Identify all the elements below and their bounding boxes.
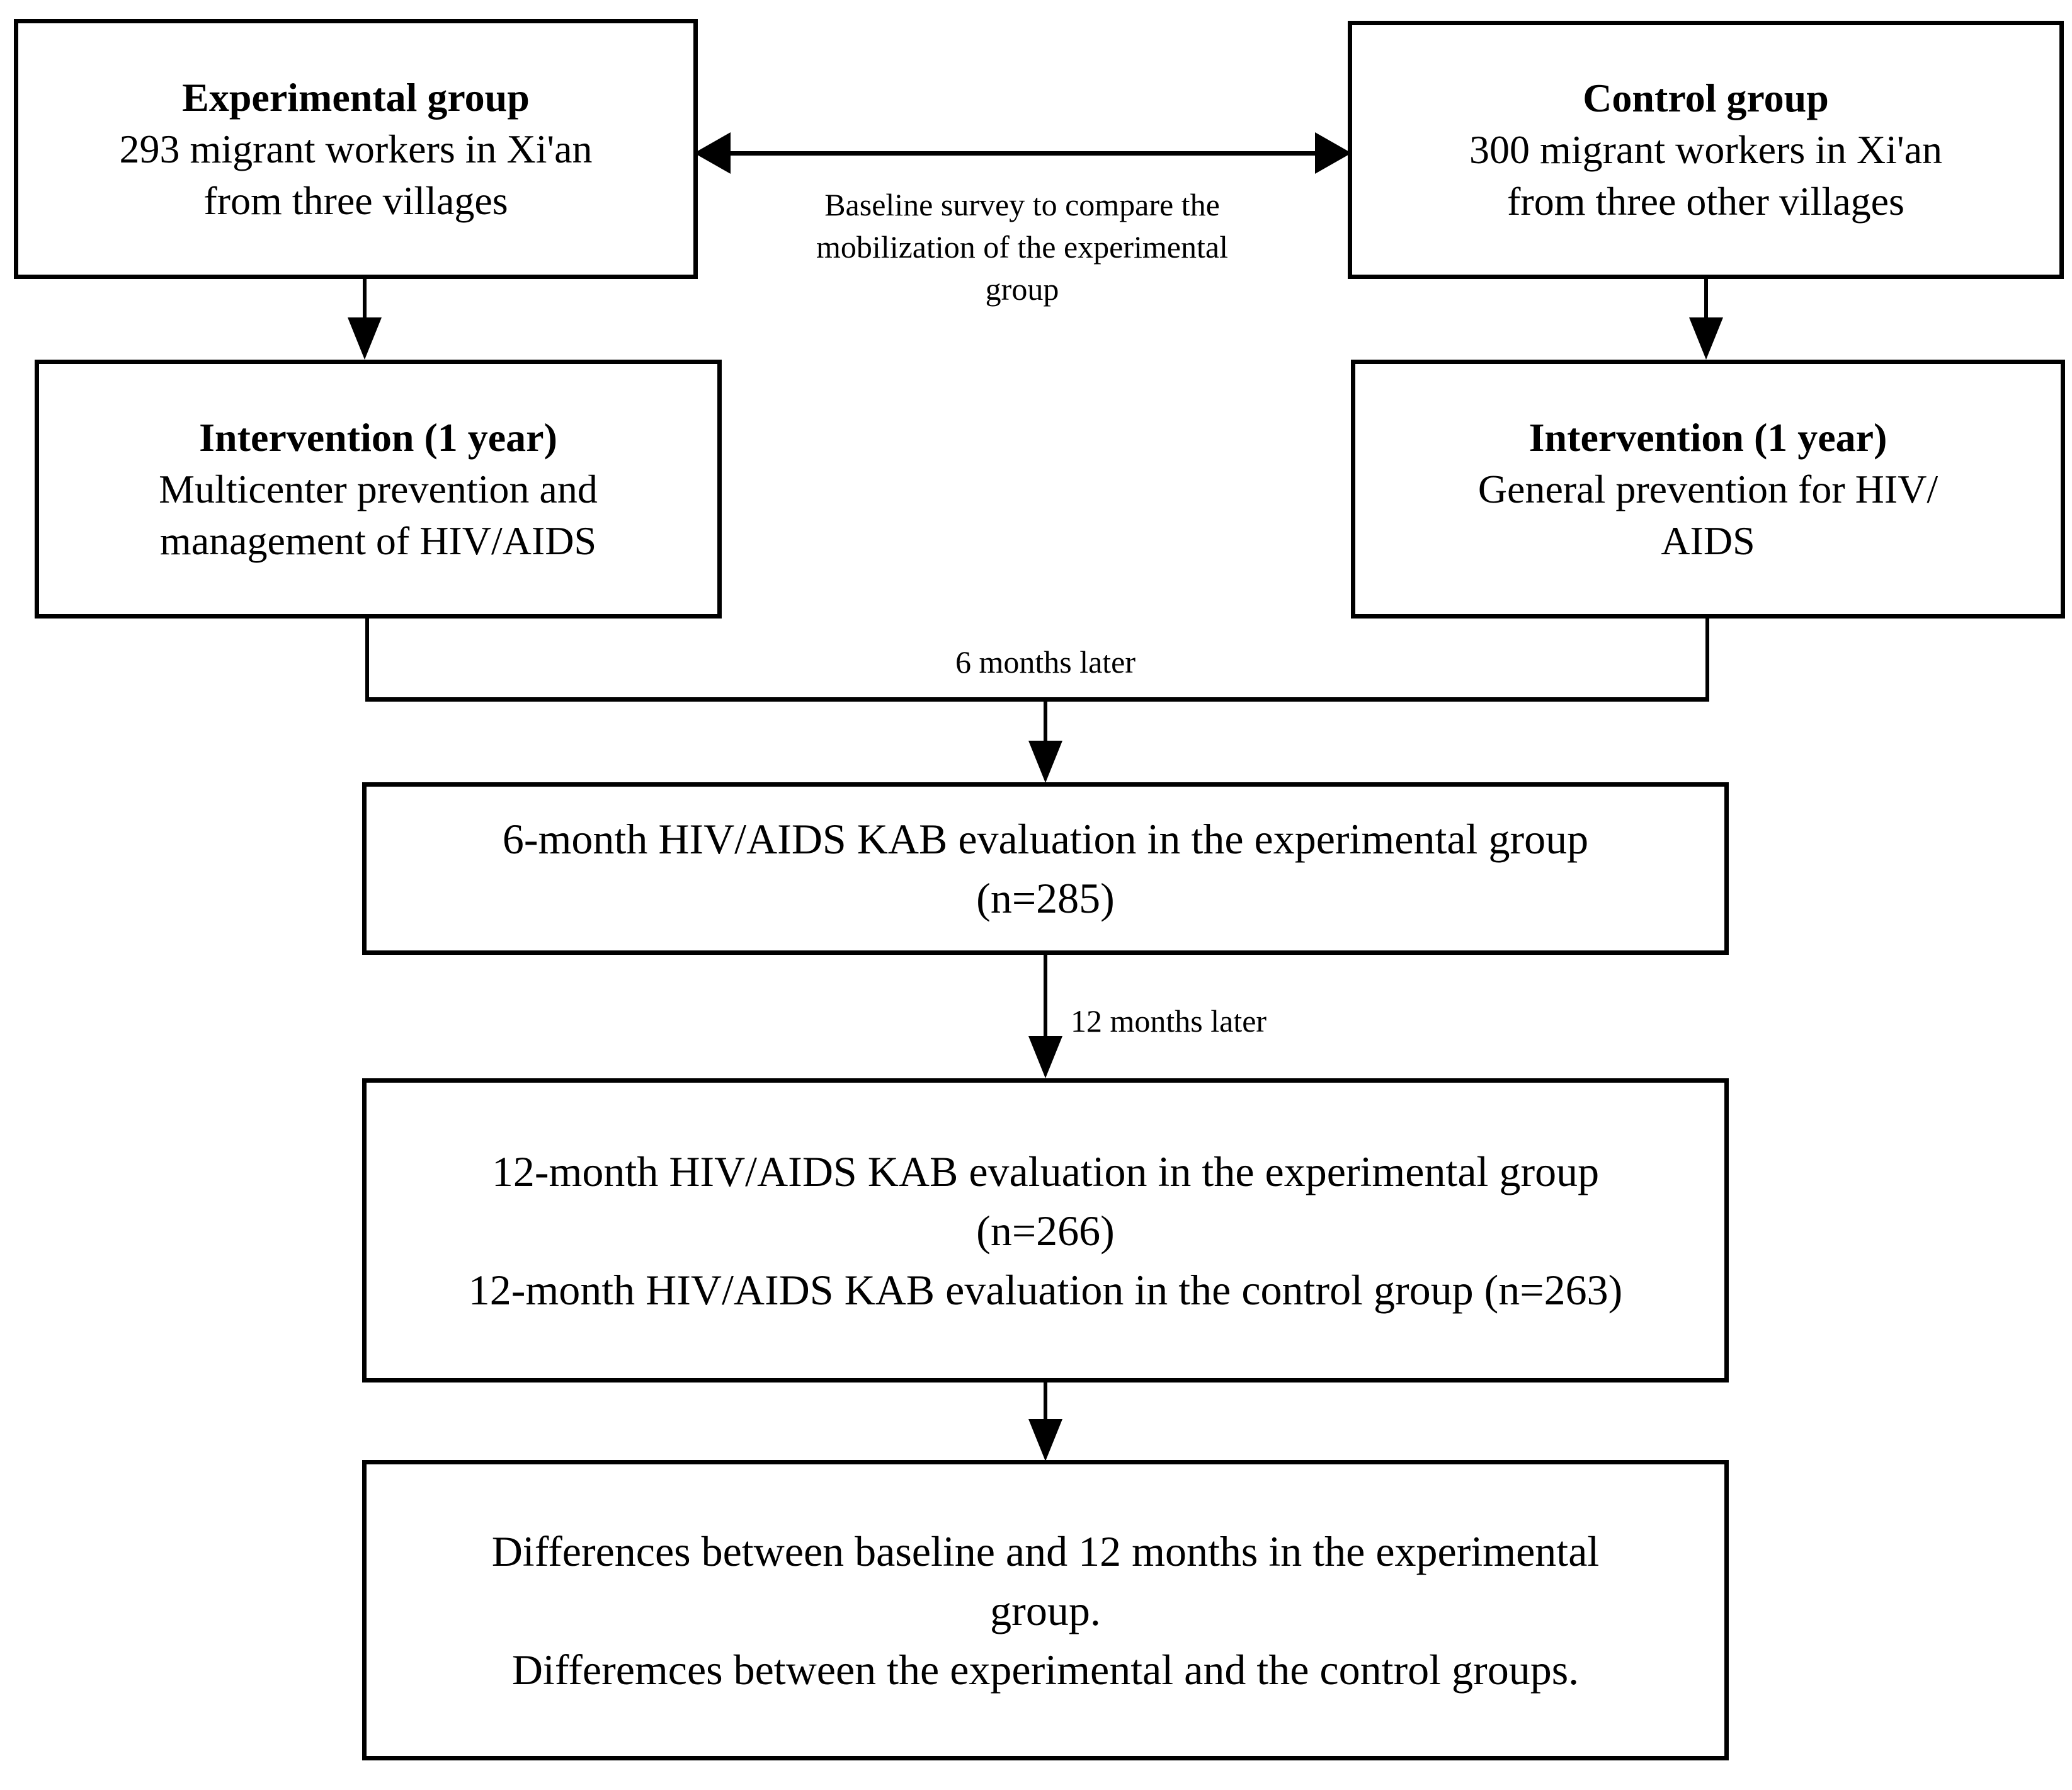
merge-connector-right-drop — [1705, 619, 1709, 702]
twelve-months-later-label: 12 months later — [1071, 1000, 1511, 1042]
intervention-experimental-box: Intervention (1 year) Multicenter preven… — [35, 360, 722, 619]
eval-6-month-box: 6-month HIV/AIDS KAB evaluation in the e… — [362, 782, 1729, 955]
merge-connector-horizontal-bar — [365, 697, 1709, 702]
eval-6-month-line2: (n=285) — [976, 869, 1115, 928]
merge-connector-left-drop — [365, 619, 369, 702]
baseline-comparison-arrowhead-right-icon — [1315, 132, 1352, 174]
differences-box: Differences between baseline and 12 mont… — [362, 1460, 1729, 1760]
experimental-group-line2: from three villages — [203, 175, 508, 227]
intervention-control-title: Intervention (1 year) — [1529, 412, 1887, 464]
control-group-box: Control group 300 migrant workers in Xi'… — [1348, 21, 2064, 279]
baseline-caption-line1: Baseline survey to compare the — [710, 184, 1334, 226]
eval-12-month-line3: 12-month HIV/AIDS KAB evaluation in the … — [469, 1260, 1623, 1320]
control-group-line1: 300 migrant workers in Xi'an — [1469, 124, 1942, 176]
differences-line2: group. — [990, 1581, 1101, 1640]
eval-6-month-line1: 6-month HIV/AIDS KAB evaluation in the e… — [503, 809, 1588, 869]
intervention-control-line1: General prevention for HIV/ — [1478, 464, 1938, 515]
experimental-group-title: Experimental group — [182, 72, 530, 123]
eval-12-month-box: 12-month HIV/AIDS KAB evaluation in the … — [362, 1078, 1729, 1382]
control-group-line2: from three other villages — [1507, 176, 1904, 227]
eval6-to-eval12-arrow-shaft — [1044, 955, 1047, 1037]
control-group-title: Control group — [1583, 72, 1829, 124]
differences-line3: Differemces between the experimental and… — [512, 1640, 1579, 1699]
intervention-experimental-line2: management of HIV/AIDS — [160, 515, 596, 567]
baseline-caption-line3: group — [710, 268, 1334, 311]
eval12-to-differences-arrowhead-icon — [1028, 1419, 1062, 1461]
baseline-comparison-arrow-shaft — [728, 151, 1318, 156]
intervention-control-box: Intervention (1 year) General prevention… — [1351, 360, 2065, 619]
baseline-comparison-arrowhead-left-icon — [694, 132, 731, 174]
differences-line1: Differences between baseline and 12 mont… — [492, 1522, 1600, 1581]
intervention-control-line2: AIDS — [1661, 515, 1755, 567]
intervention-experimental-title: Intervention (1 year) — [199, 412, 557, 464]
baseline-survey-caption: Baseline survey to compare the mobilizat… — [710, 184, 1334, 311]
experimental-group-box: Experimental group 293 migrant workers i… — [14, 19, 698, 279]
experimental-to-intervention-arrowhead-icon — [348, 317, 382, 360]
eval12-to-differences-arrow-shaft — [1044, 1382, 1047, 1420]
eval-12-month-line2: (n=266) — [976, 1201, 1115, 1260]
merge-to-eval6-arrow-shaft — [1044, 702, 1047, 742]
experimental-to-intervention-arrow-shaft — [363, 279, 367, 318]
control-to-intervention-arrow-shaft — [1704, 279, 1708, 318]
merge-to-eval6-arrowhead-icon — [1028, 741, 1062, 783]
six-months-later-label: 6 months later — [794, 641, 1297, 683]
eval-12-month-line1: 12-month HIV/AIDS KAB evaluation in the … — [492, 1142, 1599, 1201]
baseline-caption-line2: mobilization of the experimental — [710, 226, 1334, 268]
experimental-group-line1: 293 migrant workers in Xi'an — [120, 123, 593, 175]
intervention-experimental-line1: Multicenter prevention and — [159, 464, 598, 515]
eval6-to-eval12-arrowhead-icon — [1028, 1036, 1062, 1078]
control-to-intervention-arrowhead-icon — [1689, 317, 1723, 360]
